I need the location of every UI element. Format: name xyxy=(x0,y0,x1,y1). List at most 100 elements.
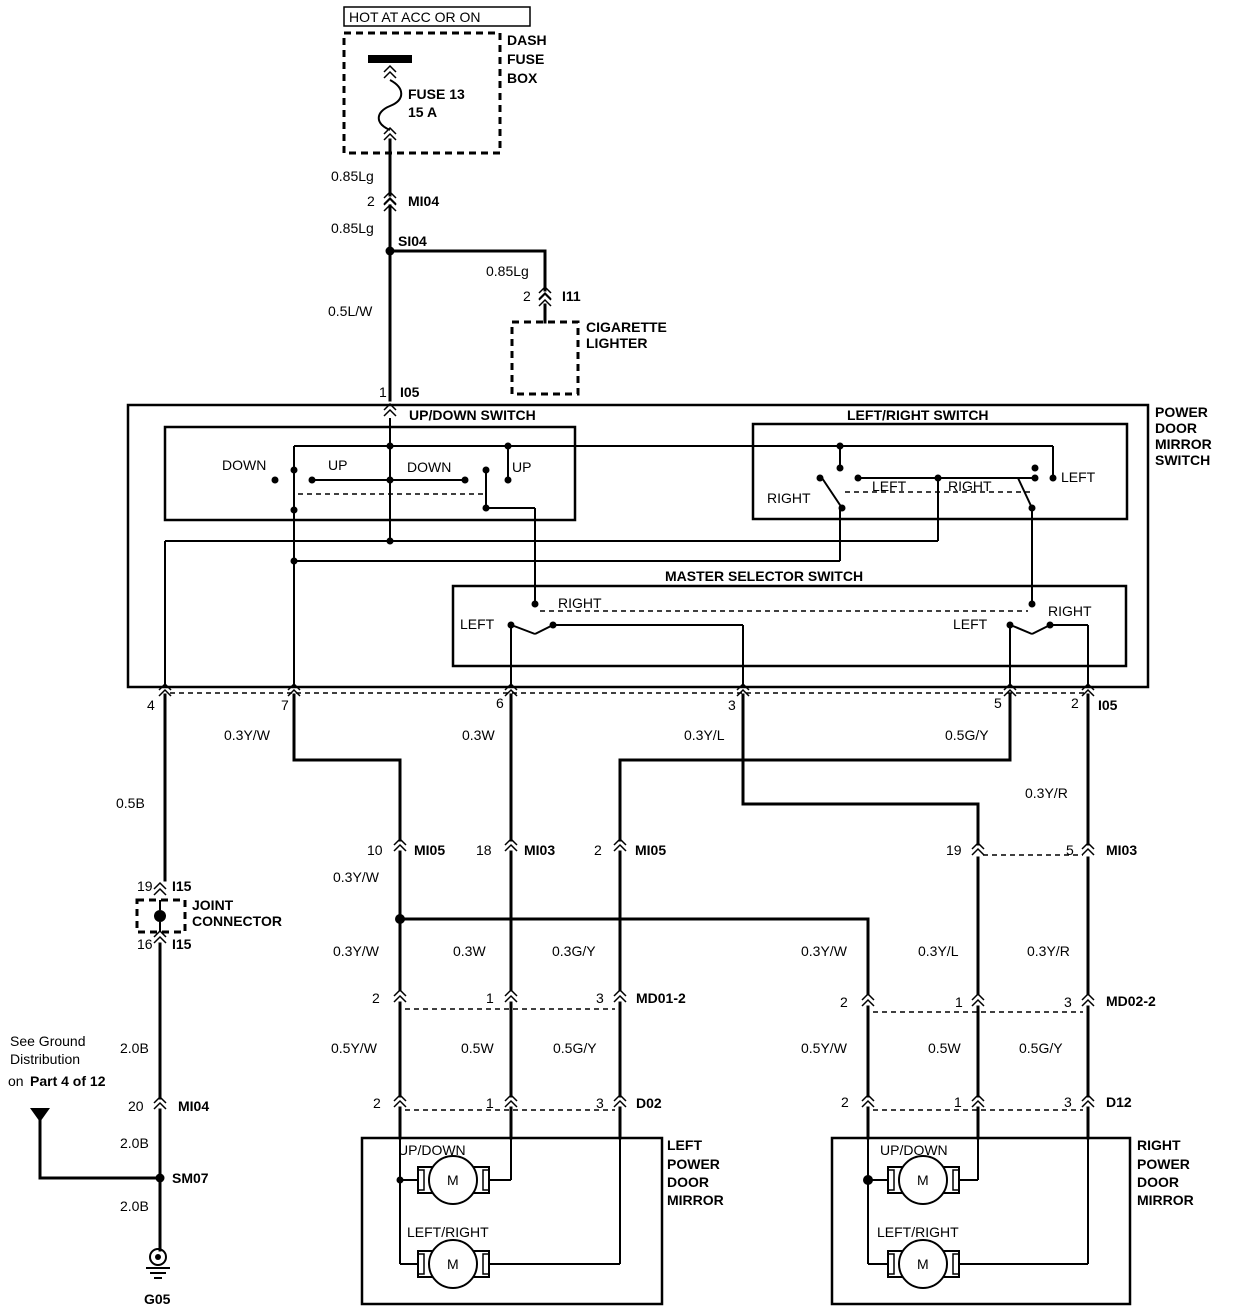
power-hot-label-label: HOT AT ACC OR ON xyxy=(349,9,480,25)
right-power-door-mirror xyxy=(830,1136,1132,1306)
switch-updown-title-label: UP/DOWN SWITCH xyxy=(409,407,536,423)
left-side-motor-label: M xyxy=(447,1256,459,1272)
switch-updown-labels-0-label: DOWN xyxy=(222,457,266,473)
left-side-updown-label: UP/DOWN xyxy=(398,1142,466,1158)
left-side-md-pins-0-label: 2 xyxy=(372,990,380,1006)
left-side-w6-label: 0.5G/Y xyxy=(553,1040,597,1056)
supply-mi04-label: MI04 xyxy=(408,193,439,209)
right-side-mirror-3-label: MIRROR xyxy=(1137,1192,1194,1208)
bottom-connector-pins-3-label: 3 xyxy=(728,697,736,713)
ground-splice-label: SM07 xyxy=(172,1170,209,1186)
right-side-md-pins-0-label: 2 xyxy=(840,994,848,1010)
right-side-w4-label: 0.5Y/W xyxy=(801,1040,848,1056)
ground-wire-a-label: 2.0B xyxy=(120,1040,149,1056)
right-side-motor-label: M xyxy=(917,1256,929,1272)
mi-connectors: 10 MI05 18 MI03 2 MI05 19 5 MI03 xyxy=(367,838,1137,858)
left-side-w3-label: 0.3G/Y xyxy=(552,943,596,959)
switch-master-labels-1-label: RIGHT xyxy=(558,595,602,611)
ground-mi04-pin-label: 20 xyxy=(128,1098,144,1114)
bottom-connector-pins-5-label: 2 xyxy=(1071,695,1079,711)
bottom-connector-pins-1-label: 7 xyxy=(281,697,289,713)
mi-connectors-mi05a-pin-label: 10 xyxy=(367,842,383,858)
left-side-mirror-2-label: DOOR xyxy=(667,1174,709,1190)
ground-joint-0-label: JOINT xyxy=(192,897,234,913)
mi-connectors-mi03a-label: MI03 xyxy=(524,842,555,858)
switch-updown-labels-3-label: UP xyxy=(512,459,531,475)
supply-i05-label: I05 xyxy=(400,384,420,400)
supply-circuit: 0.85Lg 2 MI04 0.85Lg SI04 0.85Lg 2 I11 C… xyxy=(328,138,667,402)
power-fuse-name-label: FUSE 13 xyxy=(408,86,465,102)
mi-connectors-mi05b-pin-label: 2 xyxy=(594,842,602,858)
power-fuse-rating-label: 15 A xyxy=(408,104,437,120)
switch-lr-title-label: LEFT/RIGHT SWITCH xyxy=(847,407,989,423)
switch-title-1-label: DOOR xyxy=(1155,420,1197,436)
power-fuse-box-label-1-label: FUSE xyxy=(507,51,544,67)
left-mirror-circuit: 0.3Y/W 0.3Y/W 0.3W 0.3G/Y 2 1 3 MD01-2 0… xyxy=(331,850,870,1306)
right-side-w5-label: 0.5W xyxy=(928,1040,961,1056)
harness-wires: 0.3Y/W 0.3W 0.3Y/L 0.5G/Y 0.3Y/R 0.5B xyxy=(116,693,1090,882)
right-side-motor-label: M xyxy=(917,1172,929,1188)
connector-i05-bottom: 4 7 6 3 5 2 I05 xyxy=(147,683,1118,713)
left-side-w4-label: 0.5Y/W xyxy=(331,1040,378,1056)
ground-note-part-label: Part 4 of 12 xyxy=(30,1073,106,1089)
ground-note-line1-label: See Ground xyxy=(10,1033,86,1049)
ground-note-line2-label: Distribution xyxy=(10,1051,80,1067)
switch-lr-labels-1-label: LEFT xyxy=(872,478,907,494)
bottom-connector-name-label: I05 xyxy=(1098,697,1118,713)
left-side-mirror-3-label: MIRROR xyxy=(667,1192,724,1208)
mi-connectors-mi03a-pin-label: 18 xyxy=(476,842,492,858)
bottom-connector-pins-4-label: 5 xyxy=(994,695,1002,711)
updown-switch: UP/DOWN SWITCH DOWN UP DOWN UP xyxy=(163,407,577,541)
left-side-w1-label: 0.3Y/W xyxy=(333,943,380,959)
ground-wire-c-label: 2.0B xyxy=(120,1198,149,1214)
wires-row1-w2-label: 0.3Y/R xyxy=(1025,785,1068,801)
supply-i05-pin-label: 1 xyxy=(379,384,387,400)
ground-ground-name-label: G05 xyxy=(144,1291,171,1307)
left-side-w2-label: 0.3W xyxy=(453,943,486,959)
switch-lr-labels-3-label: LEFT xyxy=(1061,469,1096,485)
left-side-d-pins-0-label: 2 xyxy=(373,1095,381,1111)
ground-i15-bot-pin-label: 16 xyxy=(137,936,153,952)
right-side-d-pins-1-label: 1 xyxy=(954,1094,962,1110)
power-door-mirror-switch: POWER DOOR MIRROR SWITCH UP/DOWN SWITCH … xyxy=(126,403,1212,689)
left-side-d-label: D02 xyxy=(636,1095,662,1111)
power-fuse-box-label-2-label: BOX xyxy=(507,70,538,86)
left-right-switch: LEFT/RIGHT SWITCH RIGHT LEFT RIGHT LEFT xyxy=(545,407,1129,541)
supply-wire-a-label: 0.85Lg xyxy=(331,168,374,184)
ground-mi04-label: MI04 xyxy=(178,1098,209,1114)
left-side-wire-yw-label: 0.3Y/W xyxy=(333,869,380,885)
wires-row1-w7-label: 0.3Y/W xyxy=(224,727,271,743)
supply-wire-c-label: 0.85Lg xyxy=(486,263,529,279)
mi-connectors-mi03b-pin2-label: 5 xyxy=(1066,842,1074,858)
wires-row1-w3-label: 0.3Y/L xyxy=(684,727,725,743)
switch-title-0-label: POWER xyxy=(1155,404,1208,420)
wires-row1-w4-label: 0.5B xyxy=(116,795,145,811)
left-side-d-pins-1-label: 1 xyxy=(486,1095,494,1111)
left-leftright-motor: M xyxy=(417,1239,490,1289)
right-updown-motor: M xyxy=(887,1155,960,1205)
right-side-w2-label: 0.3Y/L xyxy=(918,943,959,959)
hot-at-acc-label: HOT AT ACC OR ON xyxy=(343,6,531,27)
right-side-mirror-2-label: DOOR xyxy=(1137,1174,1179,1190)
bottom-connector-pins-0-label: 4 xyxy=(147,697,155,713)
left-side-md-pins-2-label: 3 xyxy=(596,990,604,1006)
left-side-leftright-label: LEFT/RIGHT xyxy=(407,1224,489,1240)
switch-title-3-label: SWITCH xyxy=(1155,452,1210,468)
right-side-mirror-0-label: RIGHT xyxy=(1137,1137,1181,1153)
ground-joint-1-label: CONNECTOR xyxy=(192,913,282,929)
right-side-d-label: D12 xyxy=(1106,1094,1132,1110)
switch-lr-labels-2-label: RIGHT xyxy=(948,478,992,494)
switch-updown-labels-2-label: DOWN xyxy=(407,459,451,475)
ground-reference-arrow-icon xyxy=(30,1108,50,1122)
left-side-d-pins-2-label: 3 xyxy=(596,1095,604,1111)
left-side-mirror-1-label: POWER xyxy=(667,1156,720,1172)
switch-master-labels-3-label: RIGHT xyxy=(1048,603,1092,619)
mi-connectors-mi05a-label: MI05 xyxy=(414,842,445,858)
left-side-md-label: MD01-2 xyxy=(636,990,686,1006)
switch-master-title-label: MASTER SELECTOR SWITCH xyxy=(665,568,863,584)
supply-splice-label: SI04 xyxy=(398,233,427,249)
right-side-d-pins-2-label: 3 xyxy=(1064,1094,1072,1110)
right-side-md-pins-2-label: 3 xyxy=(1064,994,1072,1010)
mi-connectors-mi03b-label: MI03 xyxy=(1106,842,1137,858)
